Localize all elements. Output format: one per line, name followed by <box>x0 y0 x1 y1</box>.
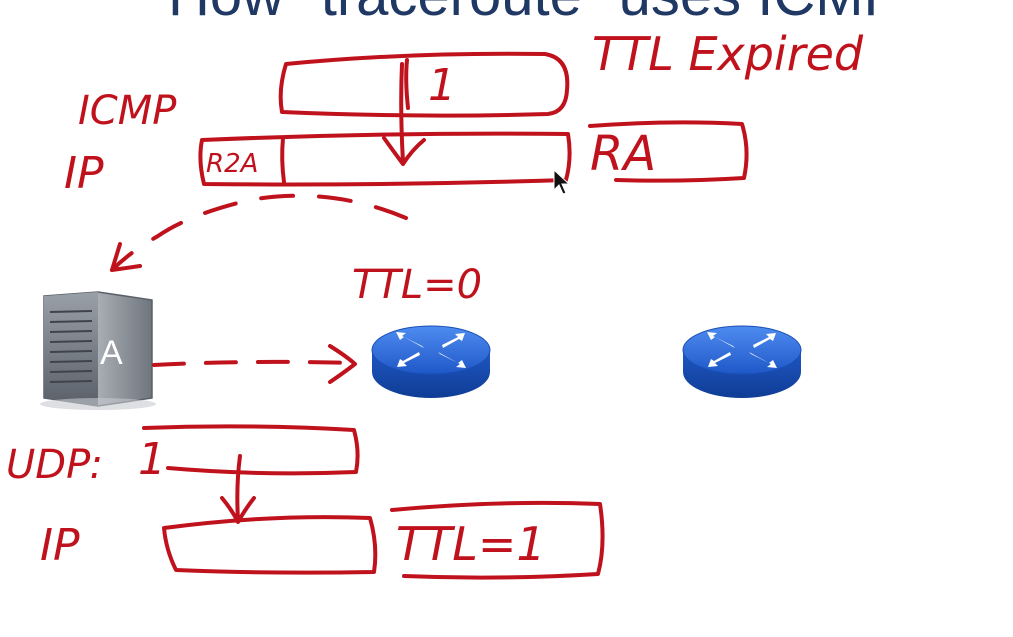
ttl-one-box <box>390 500 605 580</box>
router-icon-2 <box>682 325 802 398</box>
icmp-payload-value: 1 <box>428 60 456 111</box>
icmp-box <box>278 51 570 118</box>
udp-box <box>142 424 360 476</box>
icmp-box-divider <box>404 58 410 110</box>
encapsulation-arrow-top <box>382 62 426 166</box>
ip-destination-box <box>588 120 749 183</box>
server-icon <box>40 291 156 410</box>
ip-box-bottom <box>162 515 378 575</box>
ip-destination-label: RA <box>590 126 656 182</box>
icmp-label: ICMP <box>78 88 177 134</box>
ip-label-top: IP <box>64 148 104 199</box>
router-icon <box>371 325 491 398</box>
ip-box-top <box>198 131 572 187</box>
ip-label-bottom: IP <box>40 520 80 571</box>
ip-box-top-divider <box>280 136 286 184</box>
ip-header-scribble: R2A <box>206 149 258 179</box>
udp-label: UDP: <box>6 442 103 488</box>
return-dashed-arrow <box>110 193 408 272</box>
forward-dashed-arrow <box>152 359 354 367</box>
mouse-cursor-icon <box>553 168 571 195</box>
ttl-zero-label: TTL=0 <box>352 262 482 308</box>
ttl-expired-label: TTL Expired <box>592 27 864 81</box>
slide-title: How "traceroute" uses ICMP <box>168 0 902 29</box>
host-a-label: A <box>100 334 123 372</box>
return-arrowhead <box>110 242 142 272</box>
udp-payload-value: 1 <box>138 434 166 485</box>
ttl-one-label: TTL=1 <box>396 517 546 571</box>
encapsulation-arrow-bottom <box>220 454 256 524</box>
forward-arrowhead <box>328 344 357 384</box>
